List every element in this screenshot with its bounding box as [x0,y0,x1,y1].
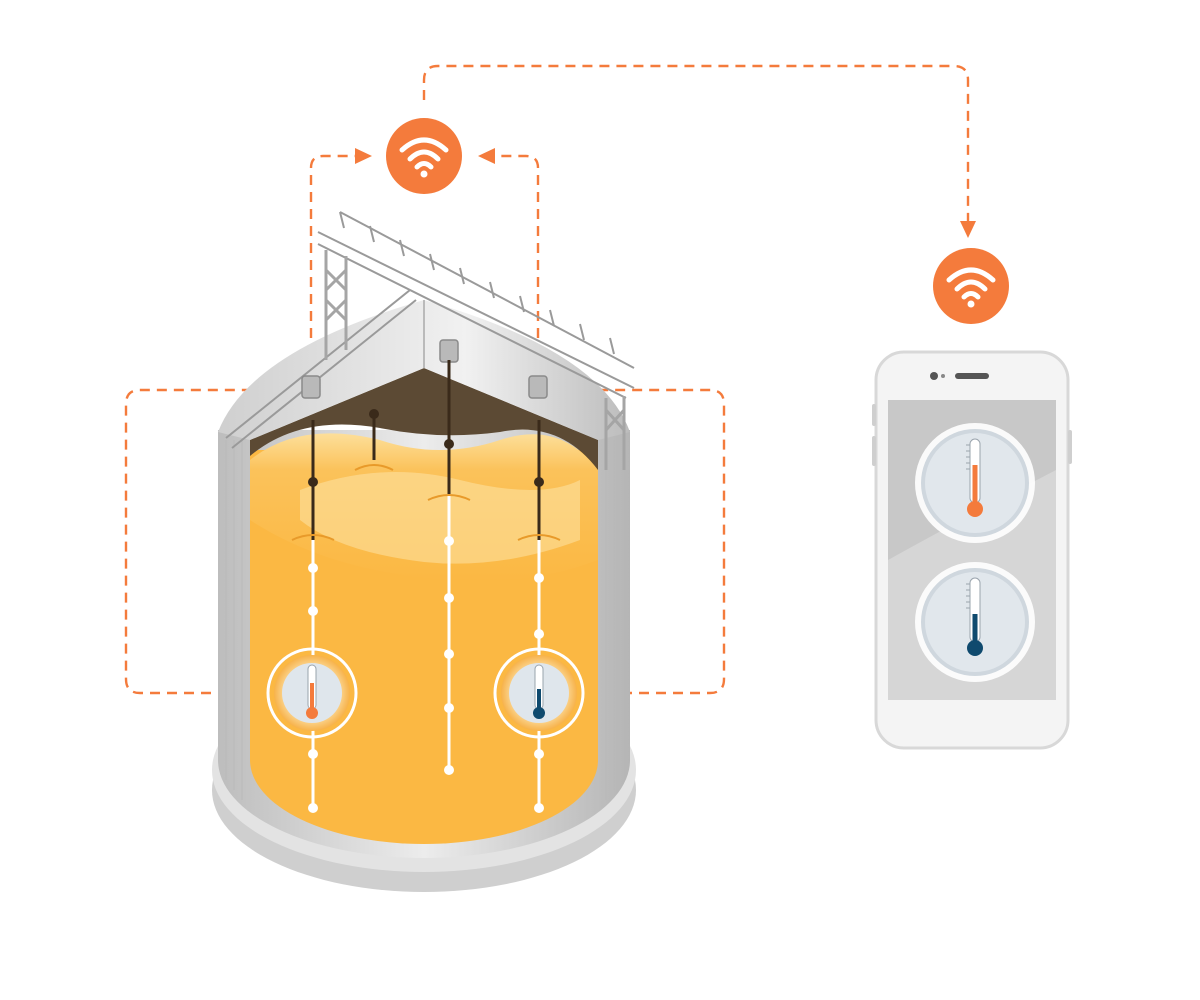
arrow-into-hub-left [355,148,372,164]
smartphone [872,350,1072,750]
thermometer-icon [966,438,983,517]
link-left-sensor [124,388,290,695]
link-right-sensor [566,388,726,695]
phone-reading-cold [915,562,1035,682]
silo-roof [218,300,630,440]
phone-camera [930,372,938,380]
thermometer-icon [306,664,318,719]
link-right-probe-to-hub [488,154,540,372]
roof-cavity [250,368,598,470]
phone-speaker [955,373,989,379]
wifi-hub [386,118,462,194]
roof-probe-caps [301,339,548,399]
phone-reading-warm [915,423,1035,543]
grain-silo [212,211,636,892]
arrow-to-phone-wifi [960,221,976,238]
wifi-phone [933,248,1009,324]
thermometer-icon [966,577,983,656]
link-hub-to-phone [422,64,970,222]
support-tower [324,250,626,470]
sensor-right [493,647,585,739]
arrow-into-hub-right [478,148,495,164]
link-left-probe-to-hub [309,154,360,372]
sensor-left [266,647,358,739]
catwalk [225,211,635,449]
grain-highlight [300,472,580,564]
thermometer-icon [533,664,545,719]
connection-lines [124,64,970,695]
